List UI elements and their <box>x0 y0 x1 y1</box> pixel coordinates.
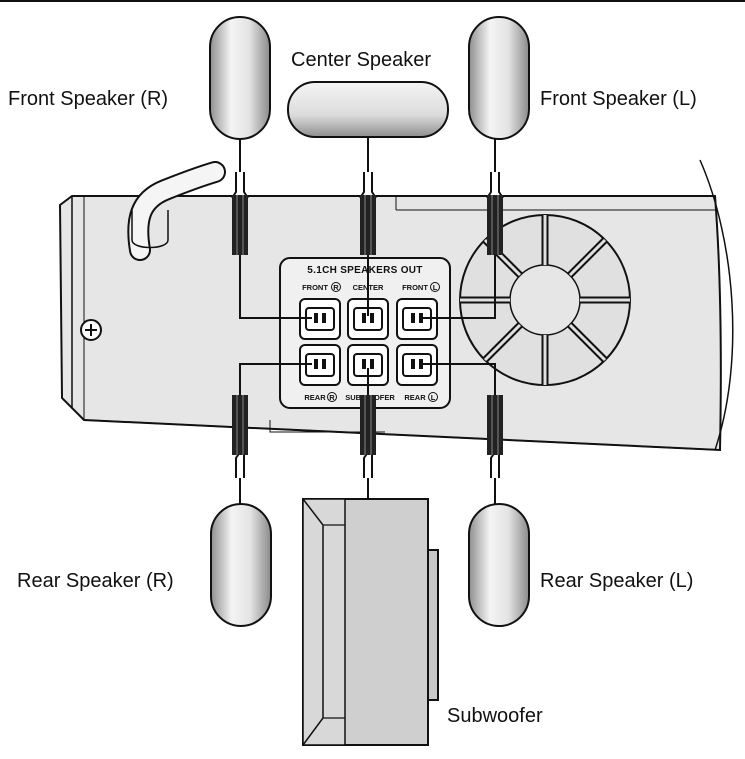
label-front-speaker-l: Front Speaker (L) <box>540 88 697 110</box>
jack-rear-r <box>299 344 341 386</box>
jack-front-l <box>396 298 438 340</box>
jack-rear-l <box>396 344 438 386</box>
rear-speaker-l <box>468 503 530 627</box>
subwoofer-unit <box>302 498 439 746</box>
label-subwoofer: Subwoofer <box>447 705 543 727</box>
label-center-speaker: Center Speaker <box>291 49 431 71</box>
center-speaker <box>287 81 449 138</box>
jack-subwoofer <box>347 344 389 386</box>
plug-front-r <box>231 194 249 256</box>
plug-rear-r <box>231 394 249 456</box>
panel-title: 5.1CH SPEAKERS OUT <box>307 265 422 276</box>
label-rear-speaker-r: Rear Speaker (R) <box>17 570 174 592</box>
jack-badge-rear-l: L <box>431 393 436 402</box>
jack-front-r <box>299 298 341 340</box>
jack-badge-rear-r: R <box>329 393 335 402</box>
label-front-speaker-r: Front Speaker (R) <box>8 88 168 110</box>
jack-badge-l: L <box>433 283 438 292</box>
speakers-out-panel: 5.1CH SPEAKERS OUT FRONT R CENTER FRONT … <box>279 257 451 409</box>
fan-grille <box>459 214 631 386</box>
front-speaker-l <box>468 16 530 140</box>
plug-center <box>359 194 377 256</box>
jack-label-front-r: FRONT <box>302 283 328 292</box>
jack-center <box>347 298 389 340</box>
plug-front-l <box>486 194 504 256</box>
plug-subwoofer <box>359 394 377 456</box>
front-speaker-r <box>209 16 271 140</box>
jack-label-front-l: FRONT <box>402 283 428 292</box>
plug-rear-l <box>486 394 504 456</box>
rear-speaker-r <box>210 503 272 627</box>
jack-badge-r: R <box>333 283 339 292</box>
label-rear-speaker-l: Rear Speaker (L) <box>540 570 693 592</box>
jack-label-rear-r: REAR <box>304 393 326 402</box>
jack-label-rear-l: REAR <box>404 393 426 402</box>
